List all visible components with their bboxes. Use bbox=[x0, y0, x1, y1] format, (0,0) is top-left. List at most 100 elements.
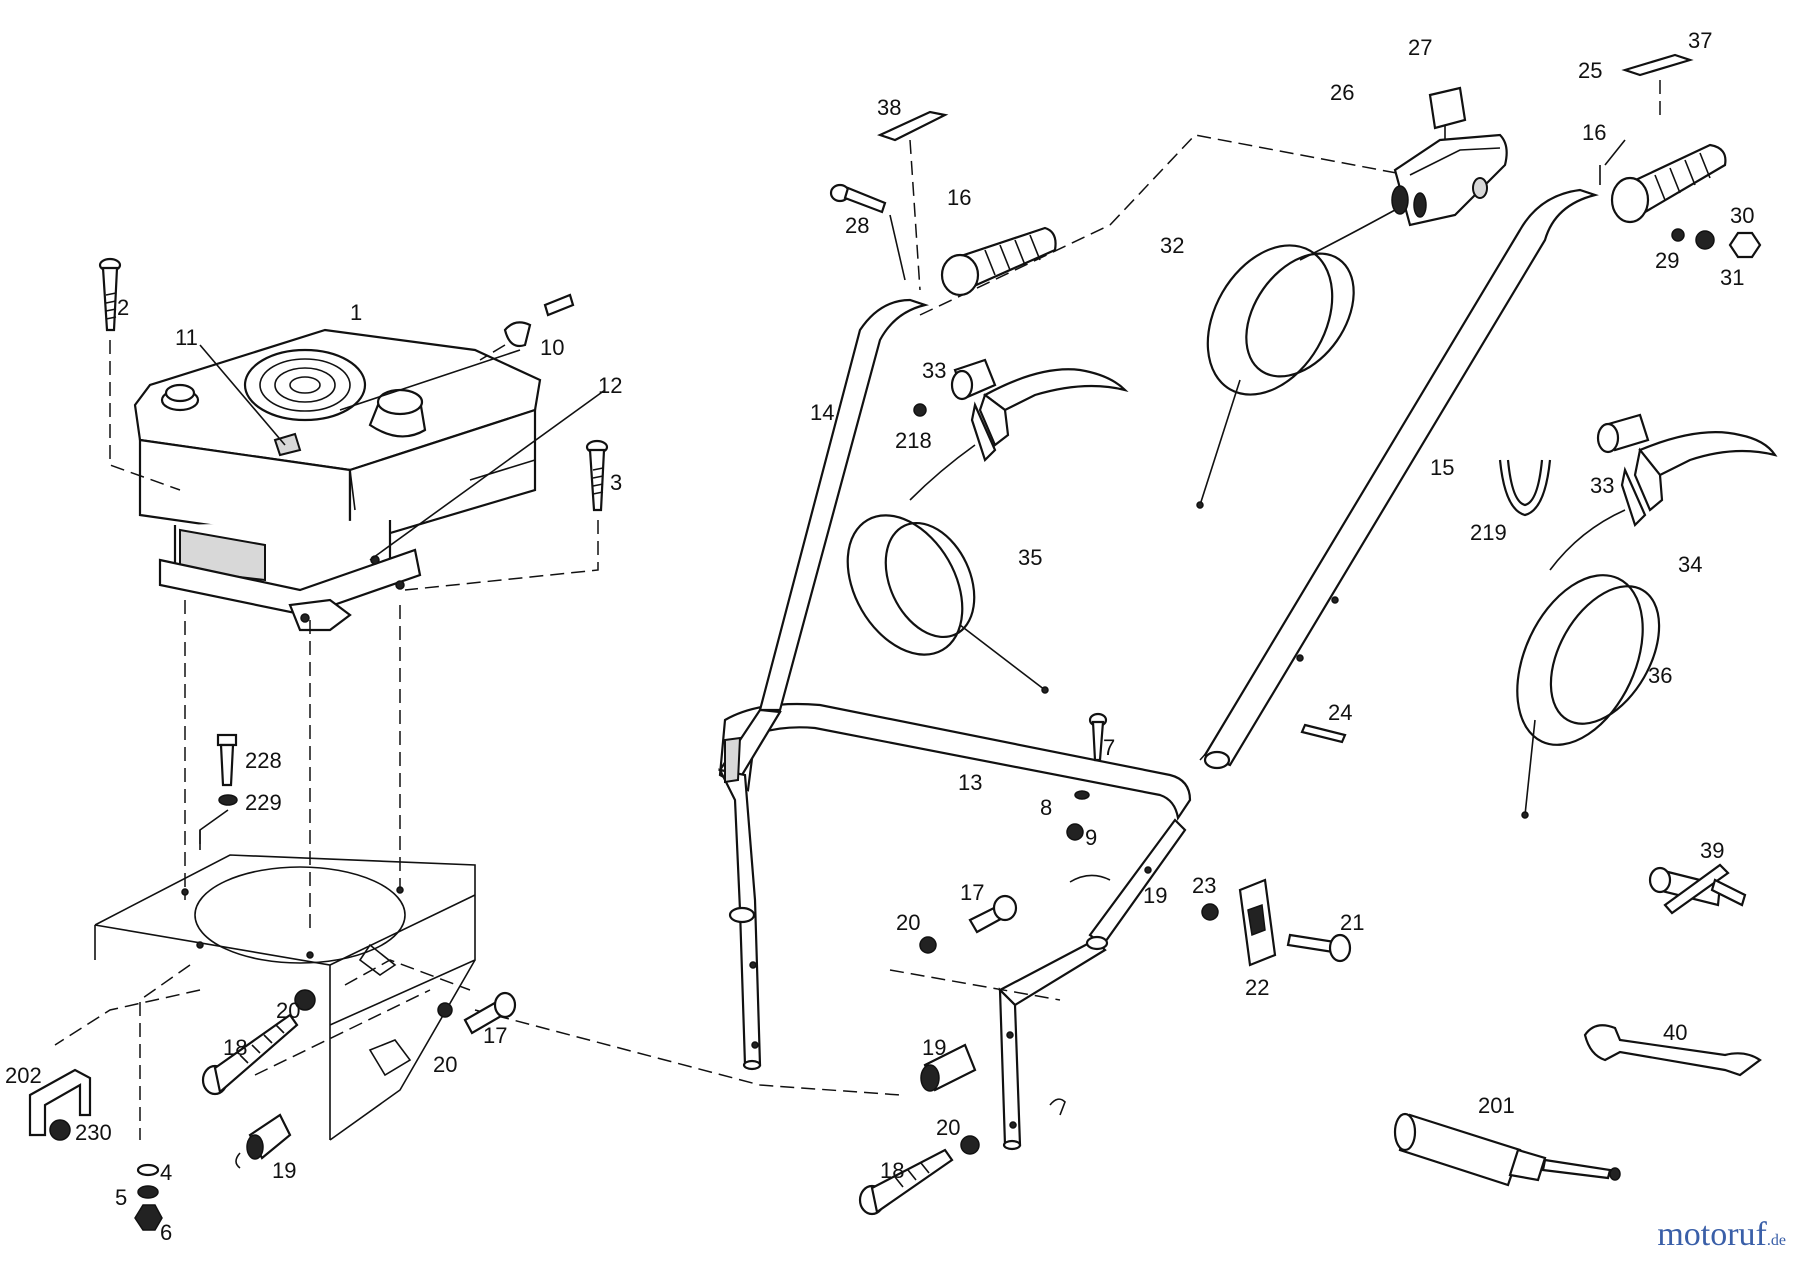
label-9: 9 bbox=[1085, 825, 1097, 850]
nut-20-c bbox=[919, 936, 937, 954]
label-19-handle: 19 bbox=[1143, 883, 1167, 908]
label-20-b: 20 bbox=[433, 1052, 457, 1077]
engine-assembly bbox=[133, 328, 542, 632]
bolt-7 bbox=[1088, 712, 1108, 762]
label-22: 22 bbox=[1245, 975, 1269, 1000]
label-8: 8 bbox=[1040, 795, 1052, 820]
label-201: 201 bbox=[1478, 1093, 1515, 1118]
label-230: 230 bbox=[75, 1120, 112, 1145]
washer-5 bbox=[137, 1185, 159, 1199]
label-34: 34 bbox=[1678, 552, 1702, 577]
label-27: 27 bbox=[1408, 35, 1432, 60]
label-38 bbox=[877, 110, 949, 291]
cable-35 bbox=[846, 444, 1049, 694]
bracket-22 bbox=[1238, 878, 1277, 967]
label-20-c: 20 bbox=[896, 910, 920, 935]
bolt-17-left bbox=[463, 991, 517, 1035]
label-4: 4 bbox=[160, 1160, 172, 1185]
label-5: 5 bbox=[115, 1185, 127, 1210]
label-28: 28 bbox=[845, 213, 869, 238]
label-35: 35 bbox=[1018, 545, 1042, 570]
label-18-right: 18 bbox=[880, 1158, 904, 1183]
label-30: 30 bbox=[1730, 203, 1754, 228]
label-19-right: 19 bbox=[922, 1035, 946, 1060]
label-26: 26 bbox=[1330, 80, 1354, 105]
watermark-suffix: .de bbox=[1766, 1232, 1786, 1249]
washer-229 bbox=[218, 794, 238, 806]
bolt-21 bbox=[1286, 933, 1352, 963]
sleeve-19-right bbox=[920, 1043, 977, 1092]
left-handle-14 bbox=[718, 298, 930, 1071]
part-10-clip bbox=[479, 293, 575, 361]
watermark-brand: motoruf bbox=[1657, 1216, 1767, 1253]
label-21: 21 bbox=[1340, 910, 1364, 935]
label-6: 6 bbox=[160, 1220, 172, 1245]
label-3: 3 bbox=[610, 470, 622, 495]
label-37 bbox=[1604, 53, 1694, 166]
label-38: 38 bbox=[877, 95, 901, 120]
label-39: 39 bbox=[1700, 838, 1724, 863]
label-18-left: 18 bbox=[223, 1035, 247, 1060]
label-33-left: 33 bbox=[922, 358, 946, 383]
bolt-3 bbox=[404, 439, 609, 591]
label-12: 12 bbox=[598, 373, 622, 398]
cable-36 bbox=[1516, 509, 1661, 819]
lever-33-right bbox=[1596, 413, 1778, 528]
lever-33-left bbox=[950, 358, 1129, 463]
label-40: 40 bbox=[1663, 1020, 1687, 1045]
nut-218 bbox=[913, 403, 927, 417]
label-24: 24 bbox=[1328, 700, 1352, 725]
label-33-right: 33 bbox=[1590, 473, 1614, 498]
clip-219 bbox=[1498, 459, 1552, 517]
label-2: 2 bbox=[117, 295, 129, 320]
nut-9 bbox=[1066, 823, 1084, 841]
washer-4 bbox=[136, 1163, 160, 1177]
right-handle-15 bbox=[1203, 188, 1599, 770]
label-229: 229 bbox=[245, 790, 282, 815]
label-17-right: 17 bbox=[960, 880, 984, 905]
bolt-28 bbox=[829, 183, 887, 214]
throttle-control bbox=[1391, 86, 1508, 227]
label-218: 218 bbox=[895, 428, 932, 453]
label-10: 10 bbox=[540, 335, 564, 360]
sleeve-19-left bbox=[246, 1113, 292, 1160]
lower-handle-13 bbox=[718, 702, 1192, 1151]
nut-20-d bbox=[960, 1135, 980, 1155]
bracket-202 bbox=[28, 1068, 92, 1141]
label-20-d: 20 bbox=[936, 1115, 960, 1140]
label-228: 228 bbox=[245, 748, 282, 773]
label-13: 13 bbox=[958, 770, 982, 795]
grease-gun-201 bbox=[1393, 1112, 1621, 1187]
bolt-18-right bbox=[858, 1148, 954, 1216]
label-14: 14 bbox=[810, 400, 834, 425]
label-219: 219 bbox=[1470, 520, 1507, 545]
label-36: 36 bbox=[1648, 663, 1672, 688]
washer-29 bbox=[1671, 228, 1685, 242]
label-23: 23 bbox=[1192, 873, 1216, 898]
nut-31 bbox=[1728, 231, 1762, 259]
label-20-a: 20 bbox=[276, 998, 300, 1023]
grip-16-right bbox=[1599, 143, 1727, 224]
nut-23 bbox=[1201, 903, 1219, 921]
part-labels: 1 2 3 4 5 6 7 8 9 10 11 12 13 14 15 16 1… bbox=[5, 28, 1754, 1245]
engine-mount-box bbox=[54, 830, 901, 1141]
label-32: 32 bbox=[1160, 233, 1184, 258]
label-31: 31 bbox=[1720, 265, 1744, 290]
nut-20-b bbox=[437, 1002, 453, 1018]
label-17-left: 17 bbox=[483, 1023, 507, 1048]
label-1: 1 bbox=[350, 300, 362, 325]
spark-plug-wrench-39 bbox=[1648, 863, 1747, 915]
washer-30 bbox=[1695, 230, 1715, 250]
bolt-228 bbox=[216, 733, 238, 787]
spanner-40 bbox=[1583, 1024, 1762, 1077]
label-11: 11 bbox=[175, 325, 198, 350]
bolt-2 bbox=[98, 257, 181, 491]
label-19-left: 19 bbox=[272, 1158, 296, 1183]
label-7: 7 bbox=[1103, 735, 1115, 760]
label-15: 15 bbox=[1430, 455, 1454, 480]
bolt-17-right bbox=[968, 894, 1018, 934]
label-16-right: 16 bbox=[1582, 120, 1606, 145]
pin-24 bbox=[1300, 723, 1347, 744]
nut-6 bbox=[134, 1204, 163, 1231]
